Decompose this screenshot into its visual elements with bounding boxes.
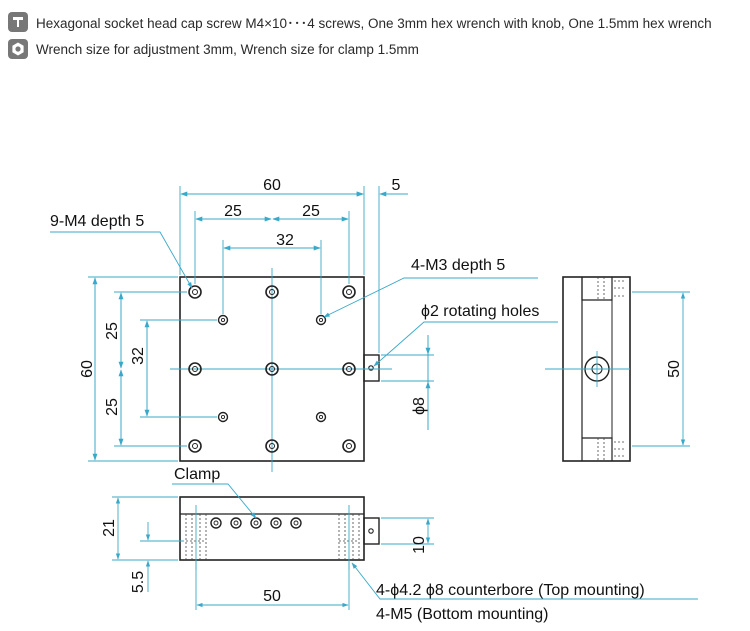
dim-lower-25: 25 — [104, 398, 121, 416]
dim-spacing-right-25: 25 — [302, 203, 320, 220]
dim-knob-5: 5 — [392, 177, 401, 194]
label-m3-depth: 4-M3 depth 5 — [411, 257, 505, 274]
dim-upper-25: 25 — [104, 322, 121, 340]
dim-inner-vertical-32: 32 — [130, 347, 147, 365]
dim-spacing-left-25: 25 — [224, 203, 242, 220]
top-view: 60 5 25 25 32 60 25 32 25 ϕ8 9-M4 depth … — [50, 177, 558, 472]
clamp-holes — [210, 517, 302, 529]
dim-inner-32: 32 — [276, 232, 294, 249]
label-m4-depth: 9-M4 depth 5 — [50, 213, 144, 230]
dim-knob-dia: ϕ8 — [411, 397, 428, 415]
front-view-body — [179, 496, 365, 561]
rotating-hole — [368, 365, 374, 371]
hex-nut-icon — [8, 39, 28, 59]
accessory-note-text: Hexagonal socket head cap screw M4×10･･･… — [36, 16, 712, 31]
label-clamp: Clamp — [174, 466, 220, 483]
front-view-knob — [363, 517, 380, 545]
dim-side-height-50: 50 — [666, 360, 683, 378]
label-counterbore: 4-ϕ4.2 ϕ8 counterbore (Top mounting) — [376, 582, 645, 599]
dim-front-width-50: 50 — [263, 588, 281, 605]
hex-wrench-icon — [8, 12, 28, 32]
dim-width-60: 60 — [263, 177, 281, 194]
accessory-note: Hexagonal socket head cap screw M4×10･･･… — [8, 11, 712, 33]
wrench-size-note-text: Wrench size for adjustment 3mm, Wrench s… — [36, 41, 419, 57]
label-bottom-mounting: 4-M5 (Bottom mounting) — [376, 606, 549, 623]
dim-base-5-5: 5.5 — [130, 571, 147, 593]
dim-height-60: 60 — [79, 360, 96, 378]
label-rotating-holes: ϕ2 rotating holes — [421, 303, 539, 320]
wrench-size-note: Wrench size for adjustment 3mm, Wrench s… — [8, 38, 419, 60]
m4-holes — [188, 285, 356, 453]
side-view: 50 — [545, 276, 690, 462]
top-view-knob — [363, 354, 380, 382]
dim-front-height-21: 21 — [101, 519, 118, 537]
front-view: Clamp 21 5.5 10 50 4-ϕ4.2 ϕ8 counterbore… — [101, 466, 698, 623]
dim-knob-height-10: 10 — [411, 536, 428, 554]
m3-holes — [217, 314, 327, 423]
